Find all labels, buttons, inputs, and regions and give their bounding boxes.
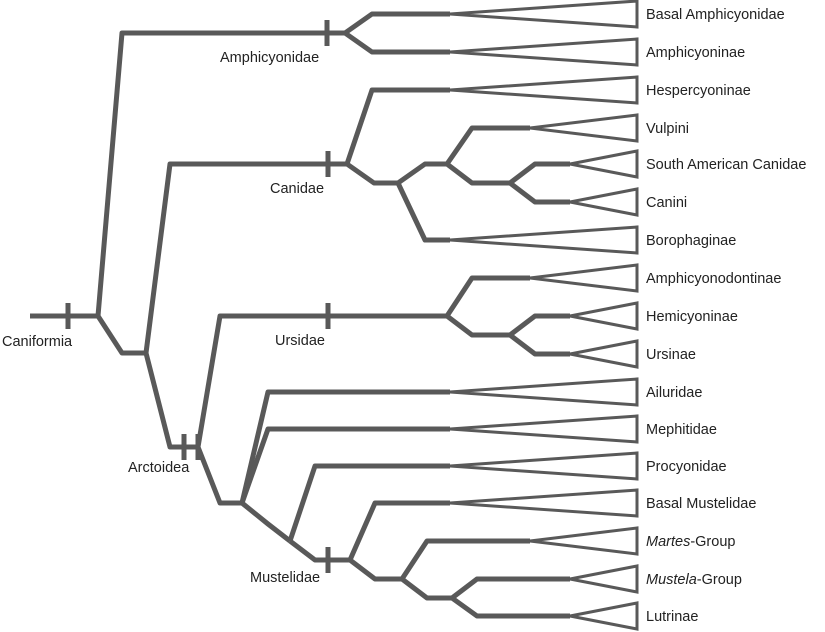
clade-triangle-mephitidae	[449, 414, 639, 444]
clade-triangle-procyonidae	[449, 451, 639, 481]
taxon-label-borophaginae: Borophaginae	[646, 233, 736, 249]
clade-triangle-south-american-canidae	[569, 149, 639, 179]
taxon-label-ailuridae: Ailuridae	[646, 385, 702, 401]
taxon-label-vulpini: Vulpini	[646, 121, 689, 137]
label-amphicyonidae: Amphicyonidae	[220, 50, 319, 66]
branch-mustelid-crown-stem	[348, 558, 402, 582]
clade-triangle-amphicyoninae	[449, 37, 639, 67]
branch-hemicyoninae	[508, 313, 570, 337]
clade-triangle-hespercyoninae	[449, 75, 639, 105]
label-ursidae: Ursidae	[275, 333, 325, 349]
taxon-label-mephitidae: Mephitidae	[646, 422, 717, 438]
branch-martes-group	[399, 538, 530, 581]
branch-mustela-lutrinae-stem	[400, 577, 452, 601]
branch-south-american-canidae	[508, 161, 570, 185]
branch-procyonidae	[287, 463, 450, 542]
clade-triangle-amphicyonodontinae	[529, 263, 639, 293]
branch-basal-mustelidae	[347, 500, 450, 562]
clade-triangle-canini	[569, 187, 639, 217]
taxon-label-martes-group: Martes-Group	[646, 534, 735, 550]
branch-caninae	[396, 161, 447, 186]
taxon-label-basal-mustelidae: Basal Mustelidae	[646, 496, 756, 512]
taxon-label-lutrinae: Lutrinae	[646, 609, 698, 625]
branch-canini	[508, 181, 570, 205]
branch-hespercyoninae	[344, 87, 450, 165]
taxon-label-amphicyoninae: Amphicyoninae	[646, 45, 745, 61]
branch-to-mustelidae	[288, 539, 350, 563]
branch-borophaginae	[395, 181, 450, 243]
branch-to-ursidae	[195, 313, 447, 448]
label-caniformia: Caniformia	[2, 334, 73, 350]
taxon-label-amphicyonodontinae: Amphicyonodontinae	[646, 271, 781, 287]
branch-basal-amphicyonidae	[343, 11, 450, 36]
clade-triangle-ursinae	[569, 339, 639, 369]
branch-caniformia-to-amphicyonidae	[95, 30, 345, 317]
branch-ursid-crown-stem	[445, 314, 510, 338]
branch-mustela-group	[450, 576, 570, 600]
clade-triangle-basal-amphicyonidae	[449, 0, 639, 29]
branch-caninae-stem	[345, 161, 398, 186]
taxon-label-ursinae: Ursinae	[646, 347, 696, 363]
branch-procyonid-mustelid-stem	[240, 501, 292, 543]
branch-to-arctoidea	[143, 352, 198, 450]
branch-lutrinae	[450, 595, 570, 619]
branch-ursinae	[508, 333, 570, 357]
taxon-label-basal-amphicyonidae: Basal Amphicyonidae	[646, 7, 785, 23]
branch-ailuridae	[239, 389, 450, 504]
branch-mephitidae	[239, 426, 450, 504]
branch-vulpini	[444, 125, 530, 166]
clade-triangle-basal-mustelidae	[449, 488, 639, 518]
clade-triangle-mustela-group	[569, 564, 639, 594]
taxon-label-canini: Canini	[646, 195, 687, 211]
branch-caniformia-to-canoidea	[95, 314, 146, 356]
clade-triangle-martes-group	[529, 526, 639, 556]
taxon-label-hemicyoninae: Hemicyoninae	[646, 309, 738, 325]
label-mustelidae: Mustelidae	[250, 570, 320, 586]
clade-triangle-borophaginae	[449, 225, 639, 255]
taxon-label-south-american-canidae: South American Canidae	[646, 157, 806, 173]
clade-triangle-vulpini	[529, 113, 639, 143]
clade-triangle-hemicyoninae	[569, 301, 639, 331]
branch-to-musteloidea	[195, 446, 242, 506]
branch-canini-sac-stem	[445, 162, 510, 186]
clade-triangle-lutrinae	[569, 601, 639, 631]
taxon-label-hespercyoninae: Hespercyoninae	[646, 83, 751, 99]
label-arctoidea: Arctoidea	[128, 460, 190, 476]
branch-amphicyonodontinae	[444, 275, 530, 318]
clade-triangle-ailuridae	[449, 377, 639, 407]
label-canidae: Canidae	[270, 181, 324, 197]
branch-amphicyoninae	[343, 30, 450, 55]
taxon-label-mustela-group: Mustela-Group	[646, 572, 742, 588]
branch-to-canidae	[143, 161, 347, 354]
taxon-label-procyonidae: Procyonidae	[646, 459, 727, 475]
